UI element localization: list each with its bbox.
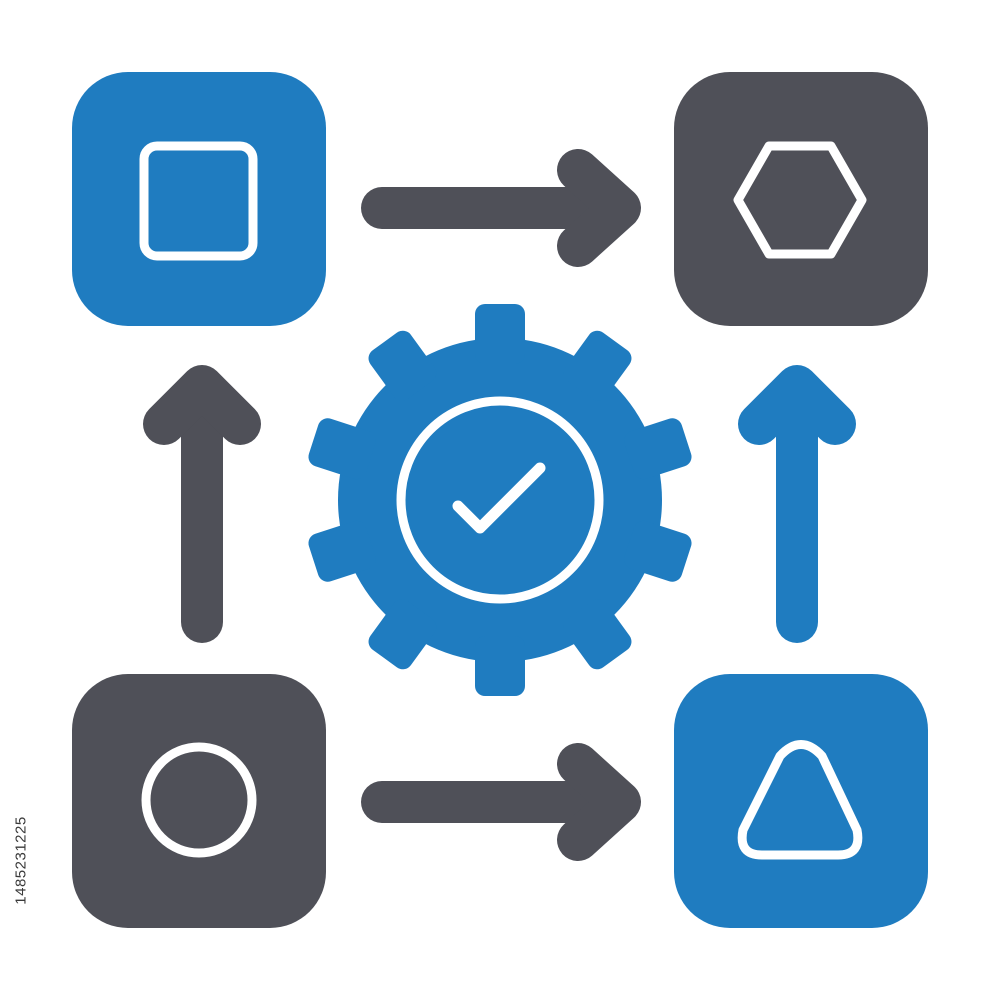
node-box-bottom-left	[72, 674, 326, 928]
square-icon	[139, 141, 258, 261]
gear-tooth	[624, 418, 692, 480]
arrow-top	[361, 149, 641, 267]
triangle-icon	[737, 740, 863, 860]
gear-tooth	[308, 520, 376, 582]
gear-tooth	[368, 330, 437, 401]
watermark-stock-id: 1485231225	[6, 760, 36, 960]
arrow-bottom	[361, 743, 641, 861]
gear-tooth	[368, 599, 437, 670]
gear-tooth	[563, 599, 632, 670]
checkmark-icon	[452, 462, 546, 534]
node-box-bottom-right	[674, 674, 928, 928]
gear-tooth	[308, 418, 376, 480]
node-box-top-left	[72, 72, 326, 326]
arrow-left	[143, 365, 261, 643]
hexagon-icon	[733, 141, 867, 259]
gear-tooth	[475, 304, 525, 364]
arrow-right	[738, 365, 856, 643]
stock-id-text: 1485231225	[12, 815, 30, 905]
gear-icon	[308, 304, 692, 696]
check-badge-ring	[396, 396, 604, 604]
gear-tooth	[475, 636, 525, 696]
gear-tooth	[624, 520, 692, 582]
circle-icon	[141, 742, 257, 858]
gear-tooth	[563, 330, 632, 401]
node-box-top-right	[674, 72, 928, 326]
